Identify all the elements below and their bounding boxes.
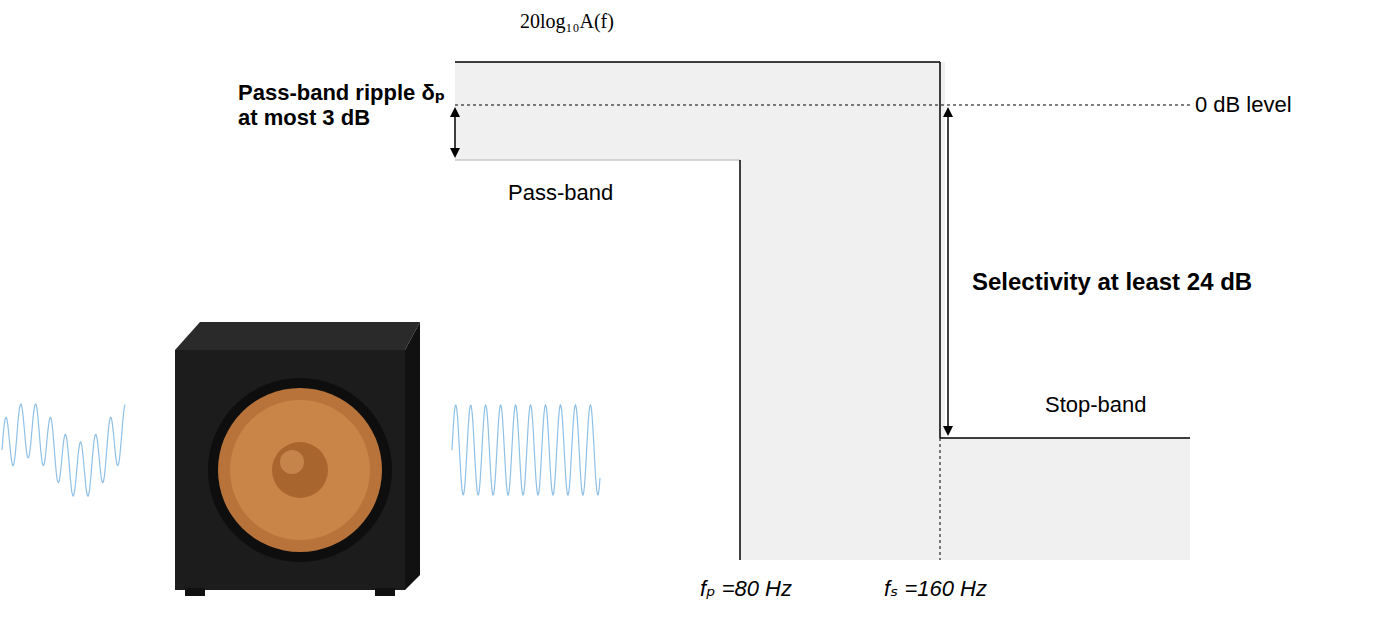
stopband-dashed-line	[940, 438, 941, 560]
speaker-cone	[218, 388, 382, 552]
speaker-front	[175, 350, 405, 590]
upper-limit-line	[455, 61, 940, 63]
passband-region	[455, 62, 945, 560]
stopband-limit-line	[940, 437, 1190, 439]
speaker-side	[405, 322, 420, 590]
output-wave	[452, 405, 600, 495]
stopband-region	[945, 438, 1190, 560]
ripple-arrow	[454, 109, 456, 156]
frequency-label: fₛ =160 Hz	[884, 576, 987, 601]
speaker-cone	[230, 400, 370, 540]
frequency-label: fₚ =80 Hz	[700, 576, 792, 601]
speaker-foot	[185, 588, 205, 596]
band-label: Pass-band	[508, 180, 613, 205]
edge-line	[939, 62, 941, 438]
ripple-label: Pass-band ripple δₚ at most 3 dB	[238, 80, 463, 131]
speaker-top	[175, 322, 420, 350]
level-label: 0 dB level	[1195, 92, 1292, 117]
band-label: Stop-band	[1045, 392, 1147, 417]
speaker-highlight	[280, 450, 304, 474]
speaker-surround	[208, 378, 392, 562]
input-wave	[2, 404, 125, 496]
lower-limit-line	[455, 159, 740, 161]
speaker-foot	[375, 588, 395, 596]
axis-label: 20log₁₀A(f)	[520, 10, 614, 33]
selectivity-arrow	[947, 109, 949, 434]
subwoofer-illustration	[175, 322, 420, 596]
zero-db-line	[455, 105, 1190, 106]
passband-edge-line	[739, 160, 741, 560]
selectivity-label: Selectivity at least 24 dB	[972, 268, 1252, 296]
speaker-cap	[272, 442, 328, 498]
